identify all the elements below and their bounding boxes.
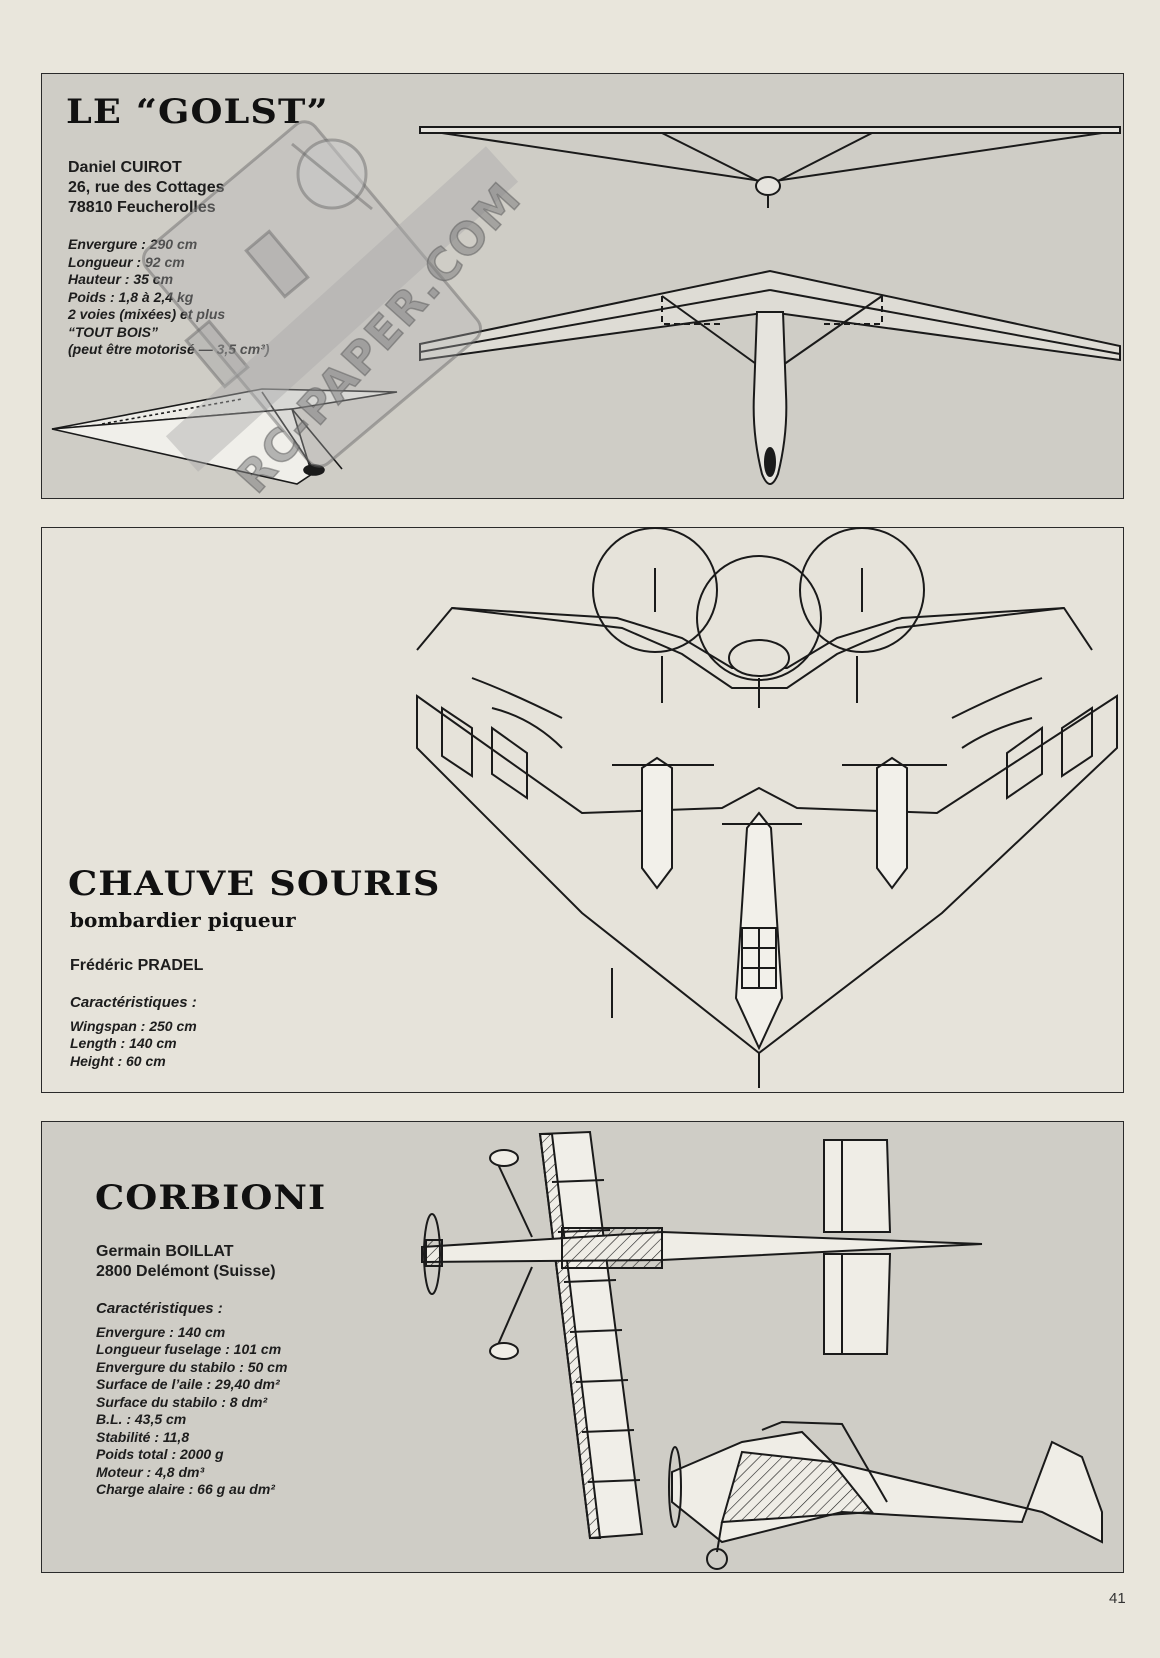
golst-front-view-drawing (51, 126, 1121, 485)
corbioni-spec-bl: B.L. : 43,5 cm (96, 1411, 187, 1427)
golst-spec-length: Longueur : 92 cm (68, 253, 185, 270)
corbioni-spec-stab-span: Envergure du stabilo : 50 cm (96, 1358, 288, 1375)
corbioni-panel: CORBIONI Germain BOILLAT 2800 Delémont (… (41, 1121, 1124, 1573)
golst-author-name: Daniel CUIROT (68, 159, 182, 176)
golst-top-view-drawing (419, 269, 1121, 485)
corbioni-spec-stab-area: Surface du stabilo : 8 dm² (96, 1393, 268, 1410)
corbioni-top-view-drawing (421, 1130, 1103, 1570)
chauve-title: CHAUVE SOURIS (68, 864, 441, 904)
corbioni-spec-span: Envergure : 140 cm (96, 1323, 226, 1340)
corbioni-author: Germain BOILLAT 2800 Delémont (Suisse) (96, 1242, 276, 1282)
golst-spec-height: Hauteur : 35 cm (68, 271, 174, 287)
corbioni-spec-stability: Stabilité : 11,8 (96, 1428, 190, 1445)
chauve-author: Frédéric PRADEL (70, 957, 204, 974)
golst-author-street: 26, rue des Cottages (68, 179, 225, 196)
corbioni-spec-wing-area: Surface de l’aile : 29,40 dm² (96, 1376, 280, 1392)
chauve-spec-length: Length : 140 cm (70, 1035, 177, 1051)
page-number: 41 (1109, 1590, 1126, 1607)
corbioni-spec-wing-loading: Charge alaire : 66 g au dm² (96, 1481, 275, 1497)
golst-spec-span: Envergure : 290 cm (68, 236, 198, 252)
corbioni-spec-weight: Poids total : 2000 g (96, 1446, 224, 1462)
corbioni-side-view-drawing (668, 1420, 1103, 1570)
corbioni-title: CORBIONI (95, 1178, 327, 1218)
golst-spec-material: “TOUT BOIS” (68, 323, 158, 340)
chauve-specs: Caractéristiques : Wingspan : 250 cm Len… (70, 994, 197, 1070)
chauve-front-view-drawing (416, 527, 1118, 1088)
golst-specs: Envergure : 290 cm Longueur : 92 cm Haut… (68, 236, 270, 359)
golst-title: LE “GOLST” (66, 92, 329, 132)
chauve-specs-label: Caractéristiques : (70, 994, 197, 1011)
corbioni-spec-motor: Moteur : 4,8 dm³ (96, 1463, 205, 1480)
chauve-top-view-drawing (416, 694, 1118, 1088)
corbioni-spec-fuselage: Longueur fuselage : 101 cm (96, 1341, 282, 1357)
corbioni-specs: Caractéristiques : Envergure : 140 cm Lo… (96, 1300, 287, 1499)
chauve-spec-wingspan: Wingspan : 250 cm (70, 1017, 197, 1034)
golst-panel: LE “GOLST” Daniel CUIROT 26, rue des Cot… (41, 73, 1124, 504)
chauve-subtitle: bombardier piqueur (70, 908, 296, 932)
chauve-spec-height: Height : 60 cm (70, 1052, 166, 1069)
golst-spec-channels: 2 voies (mixées) et plus (68, 306, 226, 322)
chauve-souris-panel: CHAUVE SOURIS bombardier piqueur Frédéri… (41, 527, 1124, 1093)
corbioni-author-name: Germain BOILLAT (96, 1243, 234, 1260)
golst-perspective-sketch (51, 388, 398, 485)
golst-author-city: 78810 Feucherolles (68, 199, 216, 216)
golst-spec-weight: Poids : 1,8 à 2,4 kg (68, 288, 194, 305)
golst-spec-motor: (peut être motorisé — 3,5 cm³) (68, 341, 270, 357)
corbioni-specs-label: Caractéristiques : (96, 1300, 223, 1317)
corbioni-author-city: 2800 Delémont (Suisse) (96, 1263, 276, 1280)
golst-author: Daniel CUIROT 26, rue des Cottages 78810… (68, 158, 225, 218)
